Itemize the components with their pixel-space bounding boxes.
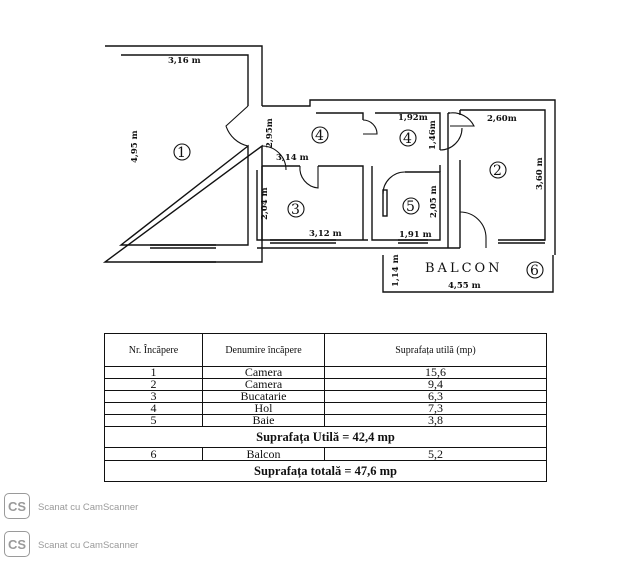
cell-name: Camera <box>202 378 325 391</box>
camscanner-text: Scanat cu CamScanner <box>38 502 139 513</box>
cell-name: Baie <box>202 414 325 427</box>
table-row: 1 Camera 15,6 <box>104 366 547 379</box>
area-table: Nr. Încăpere Denumire încăpere Suprafața… <box>104 333 547 482</box>
cell-name: Balcon <box>202 447 325 461</box>
doors <box>225 105 487 248</box>
camscanner-text: Scanat cu CamScanner <box>38 540 139 551</box>
grand-total: Suprafața totală = 47,6 mp <box>104 460 547 482</box>
camscanner-logo: CS <box>4 531 30 557</box>
dim-room1-height: 4,95 m <box>130 130 140 163</box>
grand-total-row: Suprafața totală = 47,6 mp <box>104 460 547 482</box>
room-markers: 1 2 3 4 4 5 6 <box>173 126 544 279</box>
table-row: 5 Baie 3,8 <box>104 414 547 427</box>
dim-kitchen-height: 2,04 m <box>260 187 270 220</box>
room-number-1: 1 <box>177 145 186 161</box>
table-row: 4 Hol 7,3 <box>104 402 547 415</box>
dim-balcony-width: 4,55 m <box>448 281 481 291</box>
dim-balcony-depth: 1,14 m <box>391 254 401 287</box>
cell-nr: 5 <box>104 414 203 427</box>
dim-bath-height: 2,05 m <box>429 185 439 218</box>
dim-room1-width: 3,16 m <box>168 56 201 66</box>
header-room-number: Nr. Încăpere <box>104 333 203 367</box>
table-row: 2 Camera 9,4 <box>104 378 547 391</box>
room-number-6: 6 <box>530 263 539 279</box>
table-header-row: Nr. Încăpere Denumire încăpere Suprafața… <box>104 333 547 367</box>
useful-total-row: Suprafața Utilă = 42,4 mp <box>104 426 547 448</box>
dim-hall2-height: 1,46m <box>428 120 438 150</box>
room-number-2: 2 <box>493 163 502 179</box>
header-useful-area: Suprafața utilă (mp) <box>324 333 547 367</box>
dim-kitchen-width: 3,12 m <box>309 229 342 239</box>
cell-area: 3,8 <box>324 414 547 427</box>
room-number-4b: 4 <box>403 131 412 147</box>
room-number-4a: 4 <box>315 128 324 144</box>
room-number-3: 3 <box>291 202 300 218</box>
floor-plan: 3,16 m 4,95 m 2,95m 3,14 m 1,92m 1,46m 2… <box>102 45 556 293</box>
balcony-label: BALCON <box>425 261 503 276</box>
room-number-5: 5 <box>406 199 415 215</box>
dim-hall-width: 3,14 m <box>276 153 309 163</box>
cell-nr: 6 <box>104 447 203 461</box>
header-room-name: Denumire încăpere <box>202 333 325 367</box>
dim-bath-width: 1,91 m <box>399 230 432 240</box>
cell-area: 5,2 <box>324 447 547 461</box>
table-row: 3 Bucatarie 6,3 <box>104 390 547 403</box>
dim-room2-width: 2,60m <box>487 114 517 124</box>
dim-hall2-width: 1,92m <box>398 113 428 123</box>
walls <box>102 45 556 293</box>
dim-door-height: 2,95m <box>265 118 275 148</box>
useful-total: Suprafața Utilă = 42,4 mp <box>104 426 547 448</box>
table-row: 6 Balcon 5,2 <box>104 447 547 461</box>
camscanner-logo: CS <box>4 493 30 519</box>
dim-room2-height: 3,60 m <box>535 157 545 190</box>
